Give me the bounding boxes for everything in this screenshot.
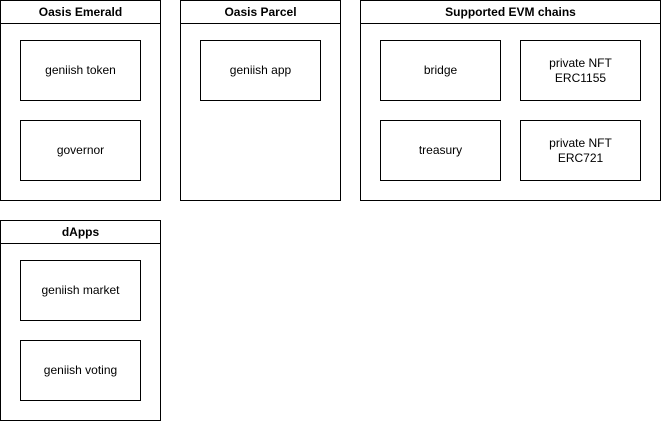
container-title: Oasis Emerald xyxy=(1,1,160,24)
node-bridge: bridge xyxy=(380,40,501,101)
node-private-nft-erc1155: private NFT ERC1155 xyxy=(520,40,641,101)
node-geniish-market: geniish market xyxy=(20,260,141,321)
node-geniish-token: geniish token xyxy=(20,40,141,101)
node-label: treasury xyxy=(418,143,463,157)
node-treasury: treasury xyxy=(380,120,501,181)
node-private-nft-erc721: private NFT ERC721 xyxy=(520,120,641,181)
node-geniish-app: geniish app xyxy=(200,40,321,101)
node-label: private NFT ERC1155 xyxy=(549,55,612,85)
container-title: Supported EVM chains xyxy=(361,1,660,24)
node-label: bridge xyxy=(423,63,458,77)
node-governor: governor xyxy=(20,120,141,181)
container-title: Oasis Parcel xyxy=(181,1,340,24)
node-label: geniish voting xyxy=(43,363,118,377)
node-geniish-voting: geniish voting xyxy=(20,340,141,401)
node-label: geniish app xyxy=(229,63,292,77)
node-label: geniish market xyxy=(41,283,120,297)
container-title: dApps xyxy=(1,221,160,244)
node-label: governor xyxy=(56,143,105,157)
node-label: geniish token xyxy=(45,63,116,77)
node-label: private NFT ERC721 xyxy=(549,135,612,165)
